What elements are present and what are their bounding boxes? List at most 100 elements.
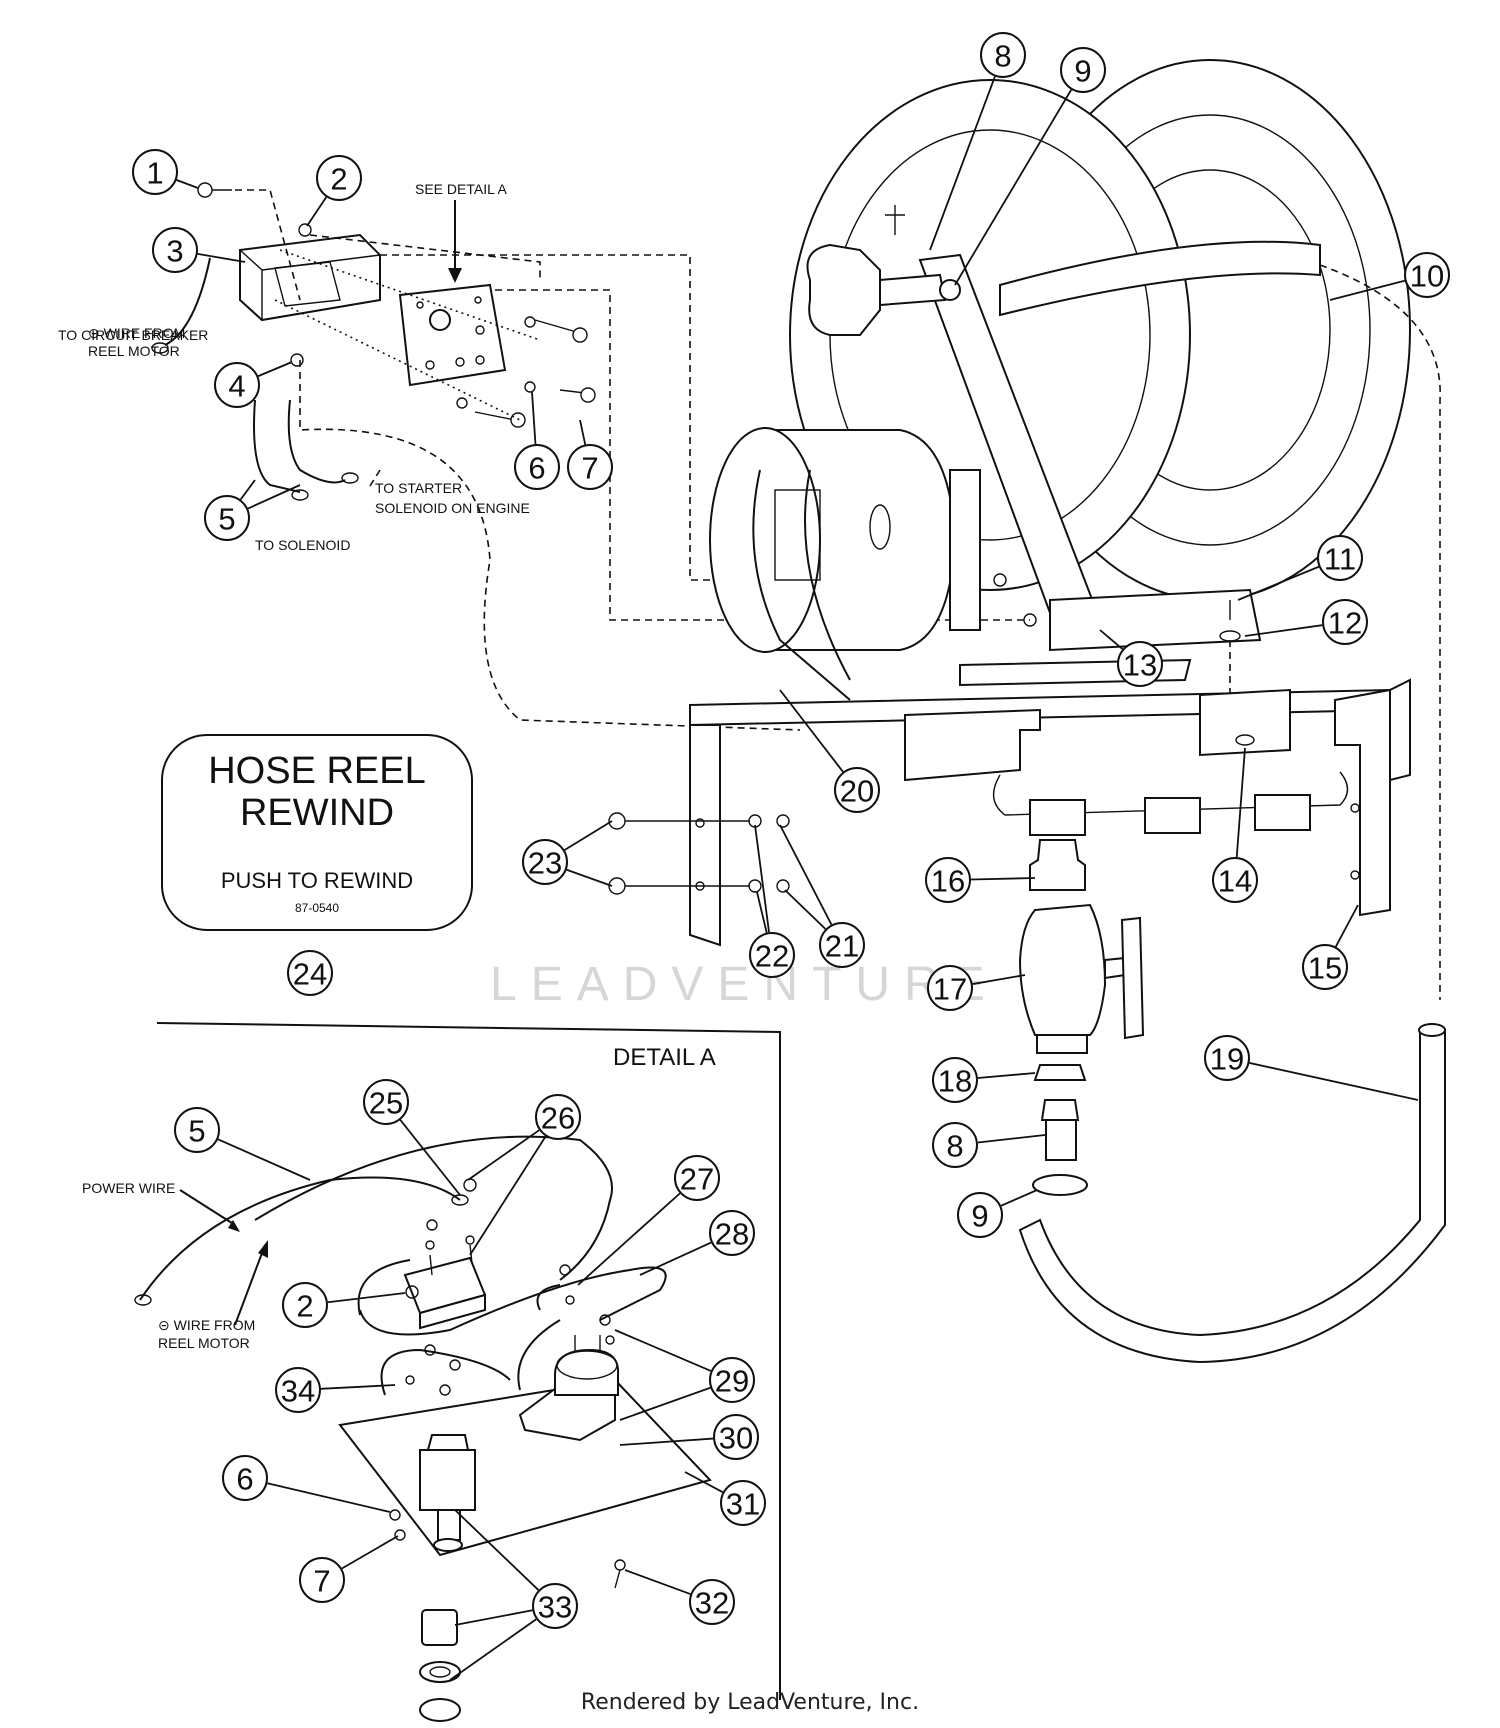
callout-circle xyxy=(834,767,880,813)
callout-leader xyxy=(970,877,1036,881)
callout-circle xyxy=(689,1579,735,1625)
callout-15: 15 xyxy=(1302,904,1359,990)
callout-number: 22 xyxy=(755,939,789,974)
callout-number: 34 xyxy=(281,1374,315,1409)
callout-circle xyxy=(316,155,362,201)
callout-leader xyxy=(619,1386,711,1421)
callout-leader xyxy=(784,889,827,930)
callout-23: 23 xyxy=(522,820,613,887)
decal-line-1: HOSE REEL xyxy=(208,750,426,792)
callout-leader xyxy=(267,1482,391,1513)
callout-number: 8 xyxy=(946,1129,963,1164)
callout-leader xyxy=(454,1509,540,1591)
to-circuit-breaker-label: TO CIRCUIT BREAKER xyxy=(58,327,208,343)
callout-circle xyxy=(674,1155,720,1201)
callout-circle xyxy=(222,1455,268,1501)
callout-circle xyxy=(709,1210,755,1256)
callout-circle xyxy=(282,1282,328,1328)
callout-10: 10 xyxy=(1329,252,1450,301)
callout-leader xyxy=(257,361,293,377)
callout-number: 3 xyxy=(166,234,183,269)
callout-leader xyxy=(197,252,246,263)
callout-leader xyxy=(977,1134,1046,1144)
callout-12: 12 xyxy=(1244,599,1368,645)
callout-3: 3 xyxy=(152,227,246,273)
callout-32: 32 xyxy=(624,1569,735,1625)
callout-number: 19 xyxy=(1210,1042,1244,1077)
callout-number: 24 xyxy=(293,957,327,992)
callout-number: 11 xyxy=(1324,542,1356,577)
callout-number: 4 xyxy=(228,369,245,404)
callout-leader xyxy=(779,824,833,925)
callout-leader xyxy=(176,179,199,189)
callout-leader xyxy=(467,1129,540,1181)
callout-33: 33 xyxy=(449,1509,578,1681)
callout-circle xyxy=(363,1079,409,1125)
switch-plate xyxy=(398,283,507,387)
callout-number: 20 xyxy=(840,774,874,809)
callout-leader xyxy=(972,974,1026,985)
ball-valve xyxy=(1018,903,1107,1036)
callout-26: 26 xyxy=(467,1094,581,1256)
callout-34: 34 xyxy=(275,1367,396,1413)
callout-circle xyxy=(514,444,560,490)
callout-number: 6 xyxy=(236,1462,253,1497)
callout-number: 33 xyxy=(538,1590,572,1625)
callout-number: 9 xyxy=(1074,54,1091,89)
decal-line-3: PUSH TO REWIND xyxy=(221,868,413,893)
callout-number: 16 xyxy=(931,864,965,899)
mounting-plate xyxy=(338,1378,712,1557)
callout-leader xyxy=(639,1241,712,1276)
callout-31: 31 xyxy=(684,1471,766,1526)
callout-9: 9 xyxy=(957,1189,1038,1238)
callout-leader xyxy=(469,1135,547,1256)
callout-circle xyxy=(204,495,250,541)
callout-number: 7 xyxy=(581,451,598,486)
callout-circle xyxy=(535,1094,581,1140)
callout-14: 14 xyxy=(1212,747,1258,903)
callout-number: 31 xyxy=(726,1487,760,1522)
callout-20: 20 xyxy=(779,689,880,813)
callout-circle xyxy=(749,932,795,978)
callout-number: 5 xyxy=(218,502,235,537)
see-detail-a-label: SEE DETAIL A xyxy=(415,181,507,197)
callout-number: 15 xyxy=(1308,951,1342,986)
callout-circle xyxy=(299,1557,345,1603)
callout-leader xyxy=(1235,747,1246,858)
callout-circle xyxy=(1404,252,1450,298)
callout-number: 14 xyxy=(1218,864,1252,899)
callout-number: 30 xyxy=(719,1421,753,1456)
callout-number: 17 xyxy=(933,972,967,1007)
callout-circle xyxy=(1117,641,1163,687)
callout-leader xyxy=(306,196,327,227)
callout-leader xyxy=(1335,904,1359,948)
callout-circle xyxy=(957,1192,1003,1238)
callout-circle xyxy=(1212,857,1258,903)
callout-number: 28 xyxy=(715,1217,749,1252)
callout-29: 29 xyxy=(614,1329,755,1421)
callout-number: 2 xyxy=(330,162,347,197)
hose-reel-assembly xyxy=(608,59,1446,1364)
callout-leader xyxy=(614,1329,712,1372)
callout-leader xyxy=(1329,279,1405,301)
discharge-hose xyxy=(1018,1029,1446,1364)
hose-reel-rewind-decal: HOSE REEL REWIND PUSH TO REWIND 87-0540 xyxy=(161,734,473,931)
callout-leader xyxy=(1000,1189,1038,1207)
callout-circle xyxy=(275,1367,321,1413)
callout-circle xyxy=(152,227,198,273)
callout-number: 10 xyxy=(1410,259,1444,294)
callout-circle xyxy=(713,1414,759,1460)
callout-4: 4 xyxy=(214,361,293,408)
callout-leader xyxy=(341,1535,399,1570)
decal-line-2: REWIND xyxy=(240,792,394,834)
callout-leader xyxy=(247,484,301,510)
callout-leader xyxy=(239,479,256,501)
callout-leader xyxy=(1249,1062,1419,1101)
callout-number: 8 xyxy=(994,39,1011,74)
callout-19: 19 xyxy=(1204,1035,1419,1101)
callout-circle xyxy=(214,362,260,408)
